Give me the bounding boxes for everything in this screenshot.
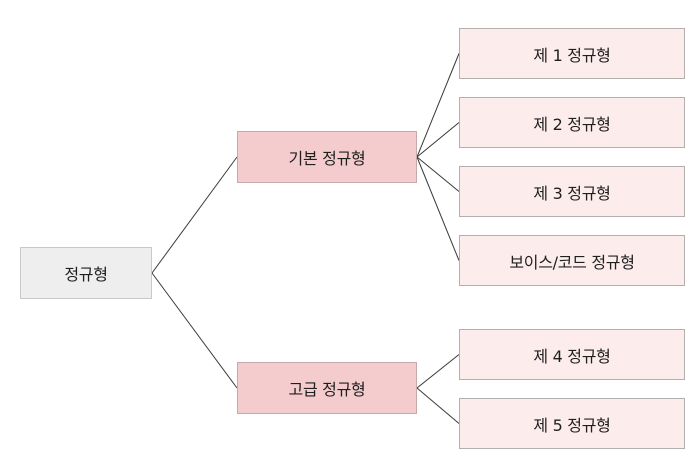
node-5nf: 제 5 정규형 <box>459 398 685 449</box>
node-advanced-label: 고급 정규형 <box>288 380 366 399</box>
node-bcnf: 보이스/코드 정규형 <box>459 235 685 286</box>
node-4nf-label: 제 4 정규형 <box>533 346 611 366</box>
node-5nf-label: 제 5 정규형 <box>533 415 611 435</box>
node-root-label: 정규형 <box>64 265 108 284</box>
connector-advanced-to-5nf <box>416 387 460 424</box>
node-bcnf-label: 보이스/코드 정규형 <box>509 252 635 272</box>
connector-basic-to-2nf <box>416 122 460 158</box>
connector-basic-to-bcnf <box>416 156 460 261</box>
node-root-normal-form: 정규형 <box>20 247 152 299</box>
connector-advanced-to-4nf <box>416 354 460 389</box>
connector-root-to-advanced <box>151 272 238 389</box>
node-1nf-label: 제 1 정규형 <box>533 45 611 65</box>
node-basic-label: 기본 정규형 <box>288 149 366 168</box>
node-3nf: 제 3 정규형 <box>459 166 685 217</box>
node-basic-normal-form: 기본 정규형 <box>237 131 417 183</box>
node-1nf: 제 1 정규형 <box>459 28 685 79</box>
node-2nf: 제 2 정규형 <box>459 97 685 148</box>
node-advanced-normal-form: 고급 정규형 <box>237 362 417 414</box>
node-2nf-label: 제 2 정규형 <box>533 114 611 134</box>
connector-basic-to-1nf <box>416 53 460 158</box>
connector-basic-to-3nf <box>416 156 460 192</box>
node-4nf: 제 4 정규형 <box>459 329 685 380</box>
connector-root-to-basic <box>151 156 238 274</box>
node-3nf-label: 제 3 정규형 <box>533 183 611 203</box>
